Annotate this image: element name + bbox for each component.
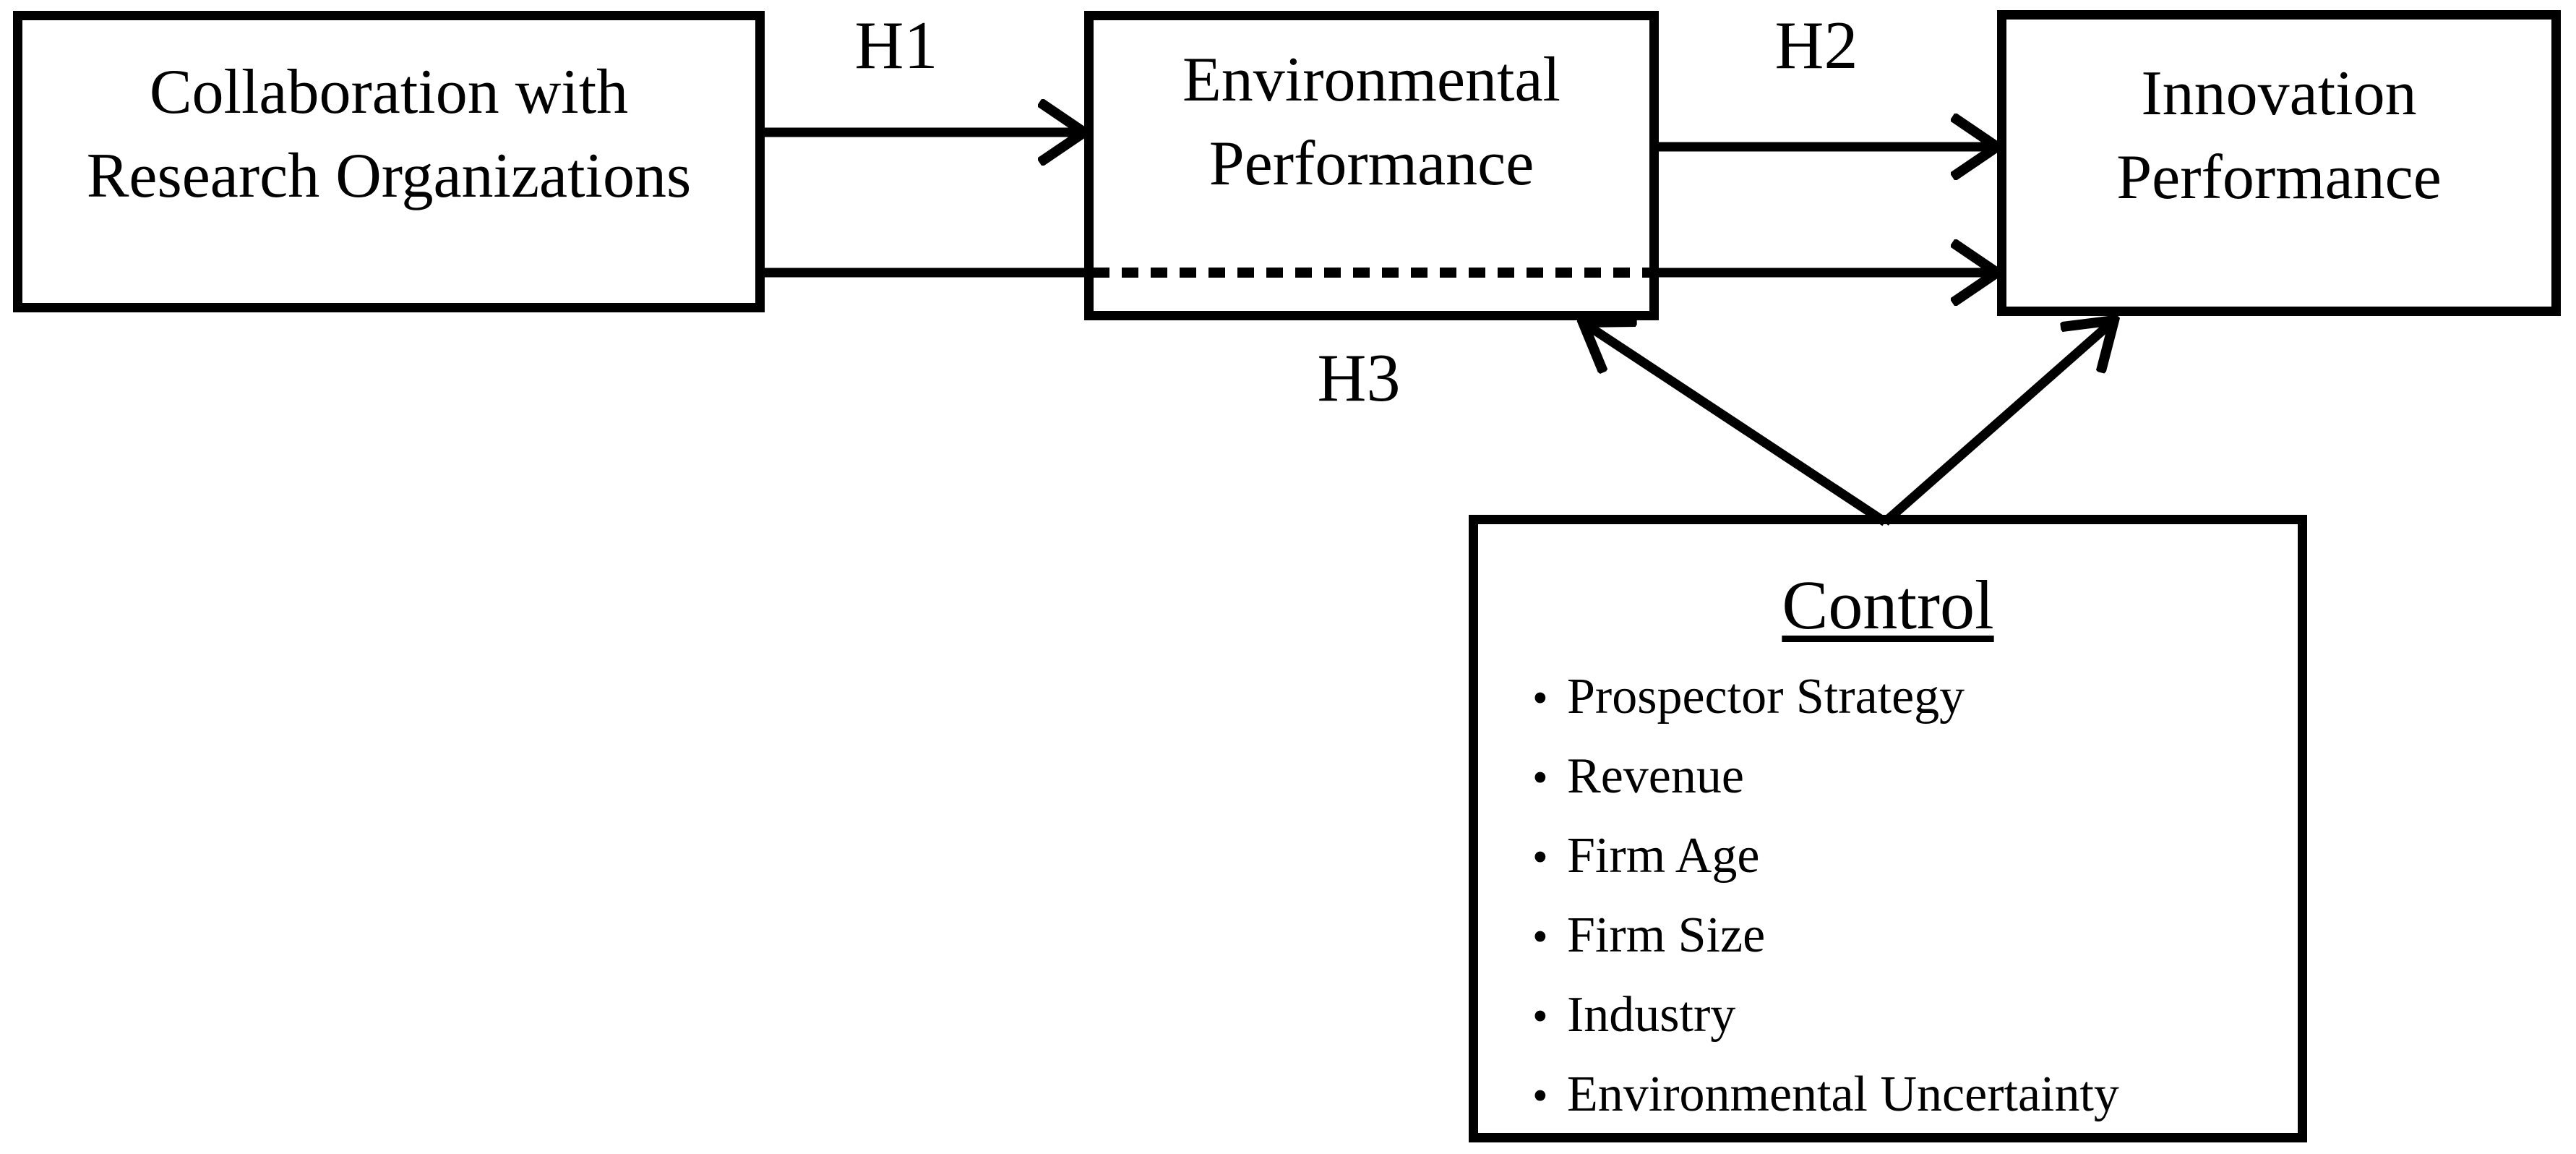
innovation-performance-box: Innovation Performance (1997, 10, 2561, 316)
control-to-environmental-arrow (1583, 322, 1888, 526)
control-item-firm-size: • Firm Size (1532, 897, 2298, 976)
control-item-label: Environmental Uncertainty (1567, 1067, 2119, 1122)
control-to-innovation-arrow (1881, 320, 2114, 526)
collaboration-box-label-line1: Collaboration with (149, 57, 629, 127)
innovation-box-label-line1: Innovation (2141, 59, 2417, 129)
control-item-label: Industry (1567, 987, 1736, 1043)
environmental-box-label-line2: Performance (1208, 129, 1534, 199)
control-variables-box: Control • Prospector Strategy • Revenue • F… (1469, 515, 2307, 1142)
control-item-industry: • Industry (1532, 976, 2298, 1056)
control-item-prospector-strategy: • Prospector Strategy (1532, 658, 2298, 738)
control-item-label: Prospector Strategy (1567, 669, 1965, 725)
control-item-environmental-uncertainty: • Environmental Uncertainty (1532, 1056, 2298, 1135)
h3-hypothesis-label: H3 (1317, 341, 1401, 416)
bullet-icon: • (1532, 912, 1548, 962)
h2-hypothesis-label: H2 (1774, 8, 1858, 83)
control-variables-list: •Prospector Strategy •Revenue •Firm Age … (1478, 658, 2298, 1135)
bullet-icon: • (1532, 753, 1548, 803)
environmental-performance-box: Environmental Performance (1084, 11, 1659, 320)
bullet-icon: • (1532, 992, 1548, 1041)
collaboration-with-research-organizations-box: Collaboration with Research Organization… (13, 11, 765, 312)
control-item-label: Firm Size (1567, 907, 1766, 963)
control-item-firm-age: • Firm Age (1532, 817, 2298, 897)
h1-hypothesis-label: H1 (854, 8, 938, 83)
environmental-box-label-line1: Environmental (1182, 45, 1560, 115)
collaboration-box-label-line2: Research Organizations (86, 141, 692, 211)
control-item-label: Firm Age (1567, 828, 1760, 884)
control-box-title: Control (1782, 566, 1994, 644)
bullet-icon: • (1532, 833, 1548, 882)
control-item-label: Revenue (1567, 748, 1744, 804)
innovation-box-label-line2: Performance (2116, 142, 2442, 213)
control-item-revenue: • Revenue (1532, 738, 2298, 817)
bullet-icon: • (1532, 674, 1548, 723)
bullet-icon: • (1532, 1072, 1548, 1121)
